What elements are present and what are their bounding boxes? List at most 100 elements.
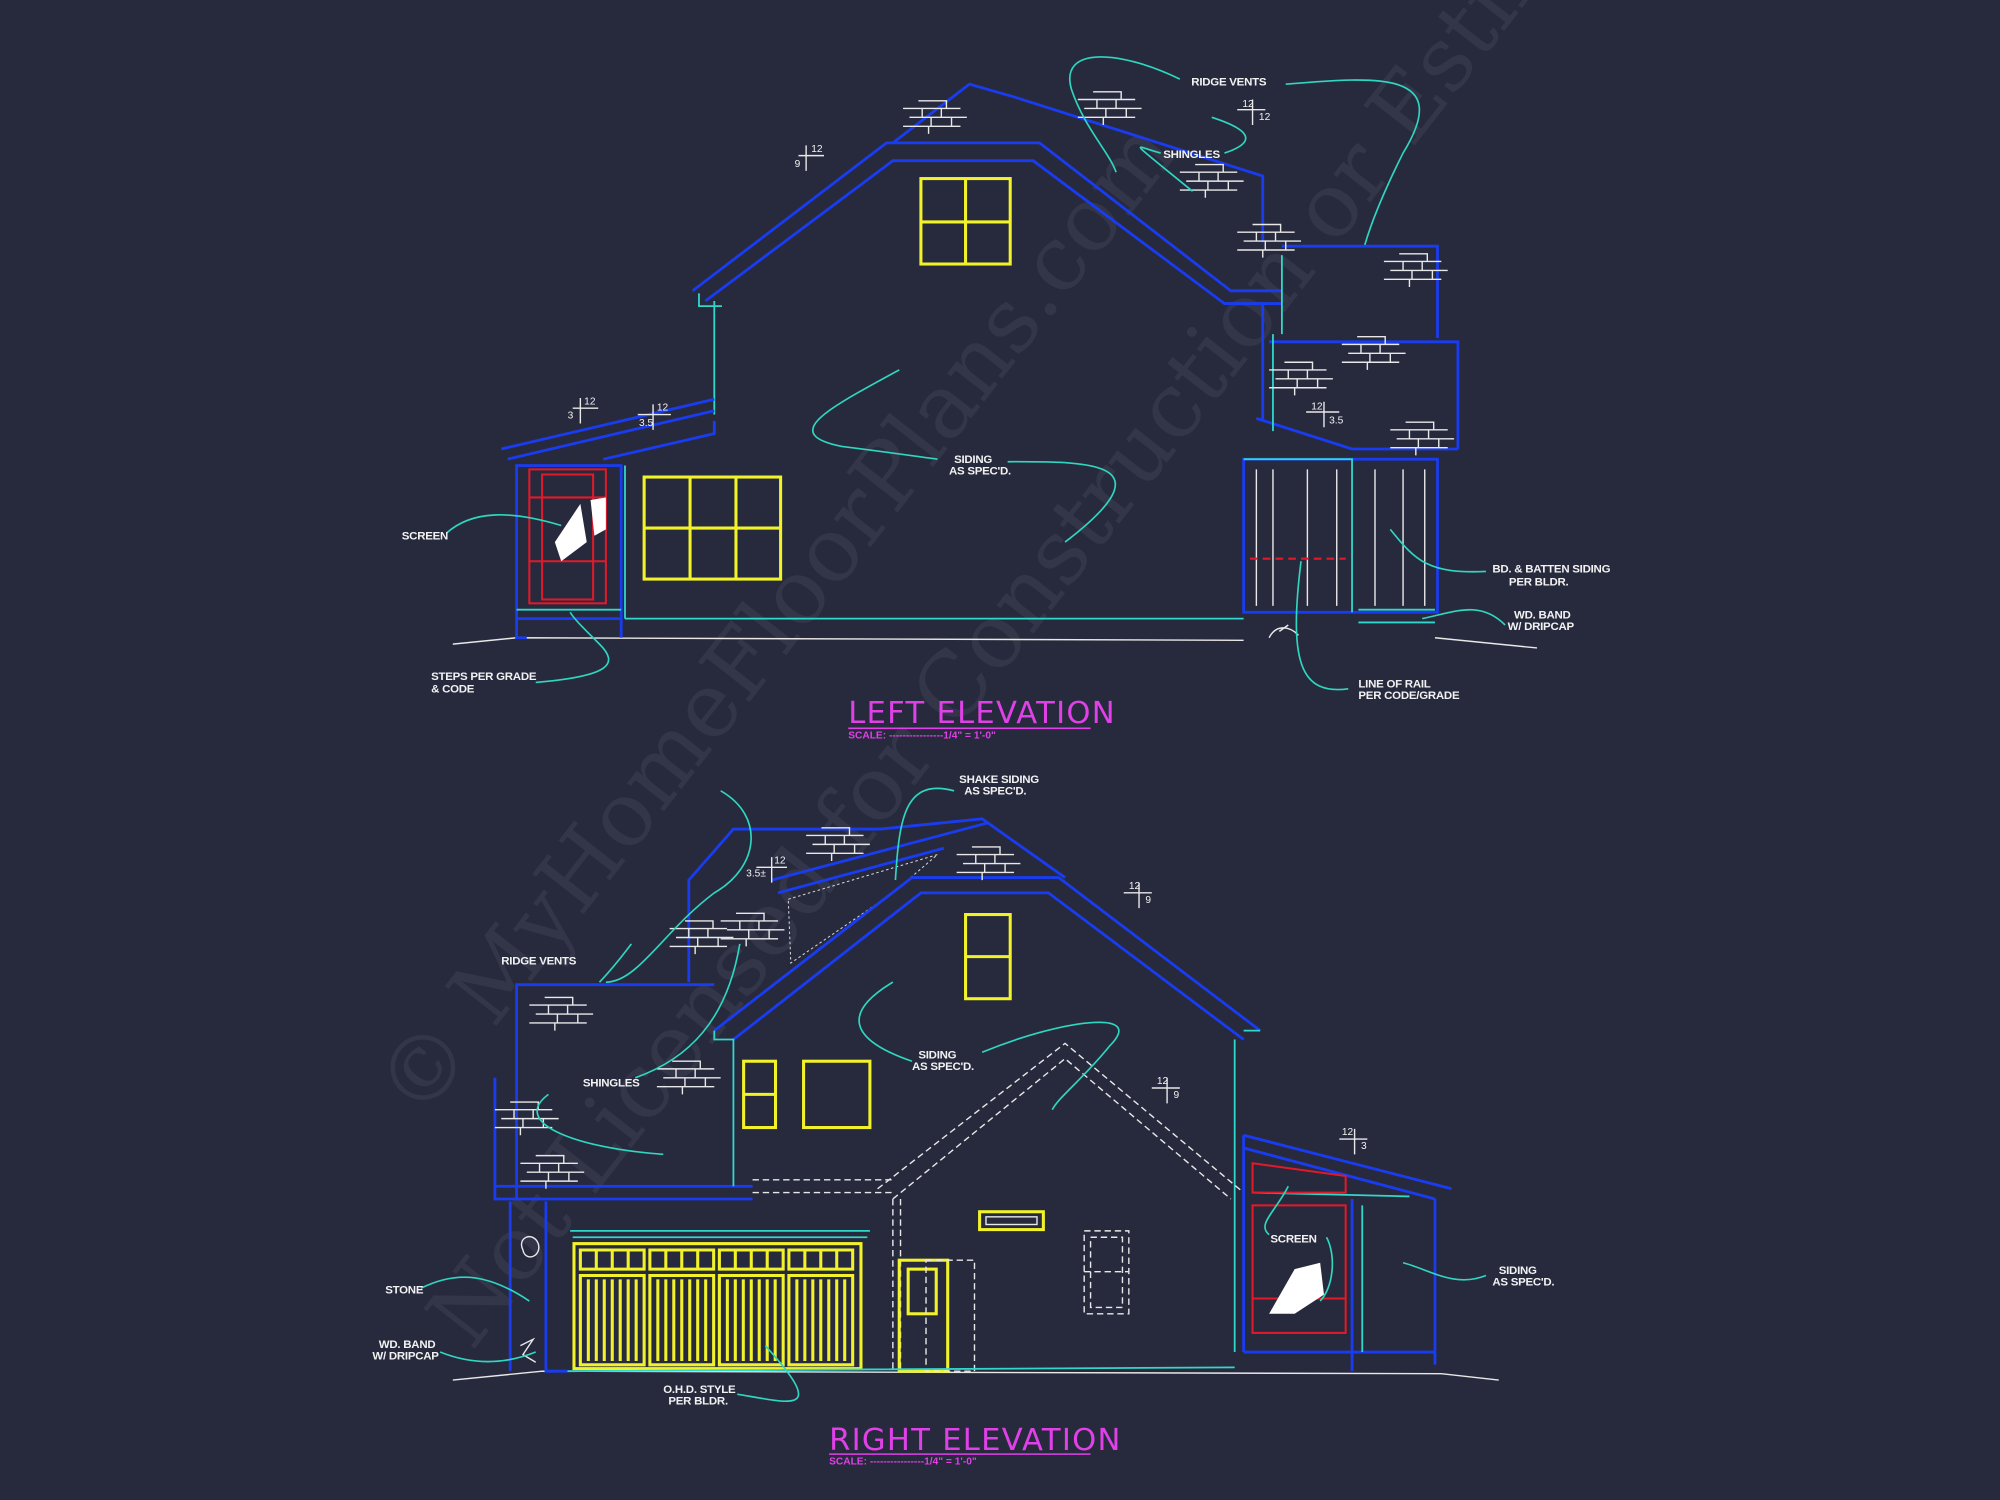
main-gable-roof (713, 876, 1262, 1041)
pitch-symbol: 12 3 (568, 396, 599, 424)
svg-text:3: 3 (1361, 1141, 1367, 1152)
pitch-symbol: 12 12 (1237, 99, 1271, 125)
note-shingles: SHINGLES (1163, 149, 1220, 161)
svg-text:12: 12 (1242, 99, 1254, 110)
note-siding-2: AS SPEC'D. (949, 465, 1011, 477)
note-screen: SCREEN (1270, 1233, 1316, 1245)
pitch-symbol: 12 9 (1123, 881, 1152, 909)
pitch-symbol: 123.5 (1306, 401, 1344, 428)
right-elevation-title: RIGHT ELEVATION (829, 1423, 1122, 1458)
svg-text:3.5: 3.5 (1329, 415, 1343, 426)
note-steps-1: STEPS PER GRADE (431, 671, 537, 683)
pitch-symbol: 12 9 (1151, 1076, 1180, 1104)
shingle-symbol (520, 1154, 585, 1189)
shingle-symbol (1341, 336, 1406, 370)
note-siding-r1: SIDING (1499, 1265, 1537, 1277)
stone-symbol (520, 1235, 540, 1363)
left-elevation-notes: RIDGE VENTS SHINGLES SIDING AS SPEC'D. S… (402, 76, 1611, 702)
note-ohd-1: O.H.D. STYLE (663, 1384, 736, 1396)
garage-door-panel (787, 1248, 855, 1367)
right-elevation-notes: SHAKE SIDING AS SPEC'D. RIDGE VENTS SHIN… (372, 774, 1554, 1407)
note-ridge-vents: RIDGE VENTS (501, 955, 577, 967)
shingle-symbol (656, 1060, 721, 1095)
right-elevation: RIGHT ELEVATION SCALE: ----------------1… (452, 817, 1499, 1467)
left-elevation-title: LEFT ELEVATION (848, 696, 1116, 731)
shake-roof (771, 821, 989, 895)
shingle-symbols (494, 91, 1455, 1189)
upper-ridge-roof (892, 82, 1265, 243)
svg-text:12: 12 (584, 396, 596, 407)
svg-text:12: 12 (811, 144, 823, 155)
shingle-symbol (1269, 361, 1333, 396)
garage-door (570, 1229, 870, 1371)
shingle-symbol (720, 912, 785, 947)
left-elevation-scale: SCALE: ----------------1/4" = 1'-0" (848, 731, 996, 742)
svg-text:3: 3 (568, 410, 574, 421)
left-porch-roof (500, 397, 716, 461)
main-gable-roof (691, 141, 1282, 305)
left-porch-frame (515, 464, 623, 621)
left-elevation: LEFT ELEVATION SCALE: ----------------1/… (452, 82, 1538, 742)
right-bump-out (1255, 244, 1460, 451)
right-screen-porch (1242, 457, 1439, 639)
note-rail-1: LINE OF RAIL (1358, 678, 1430, 690)
shingle-symbol (529, 996, 594, 1031)
note-siding-1: SIDING (918, 1050, 956, 1062)
upper-window (964, 913, 1012, 1001)
lower-triple-window (642, 475, 783, 581)
note-band-1: WD. BAND (1514, 610, 1571, 622)
note-ohd-2: PER BLDR. (668, 1395, 728, 1407)
upper-tower (687, 817, 1066, 983)
note-steps-2: & CODE (431, 684, 475, 696)
svg-text:12: 12 (1311, 401, 1323, 412)
svg-text:9: 9 (1173, 1090, 1179, 1101)
note-shake-2: AS SPEC'D. (964, 786, 1026, 798)
note-band-1: WD. BAND (379, 1339, 436, 1351)
right-elevation-scale: SCALE: ----------------1/4" = 1'-0" (829, 1456, 977, 1467)
garage-door-panel (648, 1248, 716, 1367)
note-shake-1: SHAKE SIDING (959, 774, 1039, 786)
pitch-symbol: 123.5± (746, 856, 787, 883)
note-siding-r2: AS SPEC'D. (1492, 1277, 1554, 1289)
square-window (802, 1059, 872, 1130)
transom-window (978, 1210, 1045, 1232)
pitch-symbol: 12 9 (795, 144, 824, 171)
note-rail-2: PER CODE/GRADE (1358, 690, 1460, 702)
right-shed-roof (1242, 1133, 1452, 1372)
svg-text:3.5±: 3.5± (746, 868, 766, 879)
garage-door-panel (717, 1248, 785, 1367)
note-batten-1: BD. & BATTEN SIDING (1492, 564, 1610, 576)
note-band-2: W/ DRIPCAP (372, 1351, 439, 1363)
note-siding-2: AS SPEC'D. (912, 1061, 974, 1073)
note-siding-1: SIDING (954, 454, 992, 466)
note-band-2: W/ DRIPCAP (1508, 621, 1575, 633)
dashed-window (1083, 1230, 1130, 1315)
note-shingles: SHINGLES (583, 1078, 640, 1090)
svg-text:12: 12 (1129, 881, 1141, 892)
shingle-symbol (1390, 421, 1455, 456)
shingle-symbol (1077, 91, 1142, 125)
shingle-symbol (1237, 223, 1302, 258)
leader-lines (420, 56, 1506, 1403)
pitch-symbol: 12 3 (1339, 1127, 1368, 1155)
pitch-symbol: 123.5 (637, 403, 671, 430)
svg-text:12: 12 (1259, 112, 1271, 123)
entry-door (897, 1258, 976, 1373)
svg-text:9: 9 (795, 159, 801, 170)
shingle-symbol (806, 827, 870, 861)
svg-text:12: 12 (657, 403, 669, 414)
shingle-symbol (669, 920, 734, 955)
note-ridge-vents: RIDGE VENTS (1191, 76, 1267, 88)
garage-block (493, 983, 753, 1201)
note-stone: STONE (385, 1284, 424, 1296)
svg-text:12: 12 (1157, 1076, 1169, 1087)
svg-text:3.5: 3.5 (639, 418, 653, 429)
svg-text:9: 9 (1145, 895, 1151, 906)
porch-gable-dashed (752, 1042, 1245, 1372)
screen-door (528, 468, 607, 605)
screen-window (1251, 1162, 1347, 1334)
shingle-symbol (1383, 253, 1448, 287)
svg-text:12: 12 (1342, 1127, 1354, 1138)
